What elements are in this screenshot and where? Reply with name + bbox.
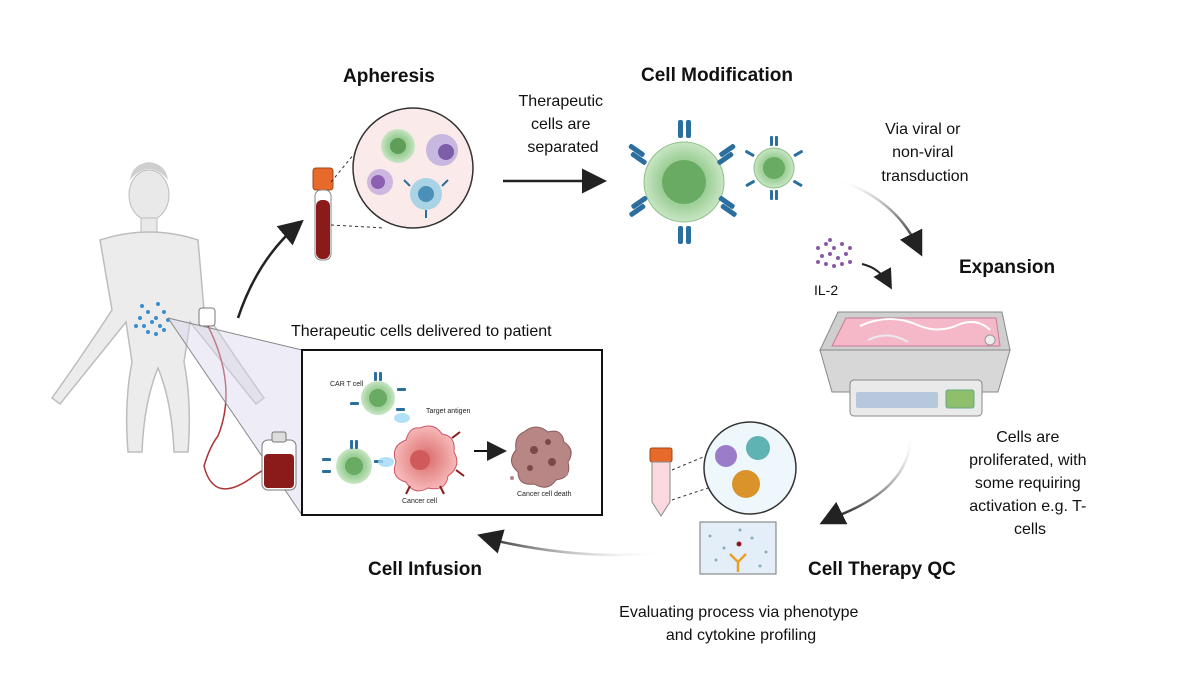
car-t-cell-top-icon [350,372,406,415]
car-t-cell-small-icon [745,136,803,200]
target-antigen-label: Target antigen [426,408,470,415]
blood-bag-icon [261,431,297,491]
cell-mixture-circle [352,107,474,229]
car-t-cell-bottom-icon [322,440,394,484]
arrow-to-qc [831,431,912,520]
car-t-label: CAR T cell [330,381,364,388]
cell-therapy-qc-title: Cell Therapy QC [808,559,956,580]
car-t-mechanism-inset: CAR T cell Target antigen [301,349,603,516]
il2-dots-icon [816,238,852,268]
transduction-caption: Via viral or non-viral transduction [881,121,968,185]
cancer-death-icon [510,426,572,488]
cancer-death-label: Cancer cell death [517,491,572,498]
expansion-title: Expansion [959,257,1055,278]
falcon-tube-icon [649,447,673,517]
cancer-cell-icon [393,413,465,495]
cancer-cell-label: Cancer cell [402,498,437,505]
delivered-caption: Therapeutic cells delivered to patient [291,323,552,340]
assay-well-icon [699,521,777,575]
arrow-to-infusion [483,536,665,557]
separated-caption: Therapeutic cells are separated [519,93,608,156]
qc-caption: Evaluating process via phenotype and cyt… [619,604,863,644]
arrow-to-apheresis [236,219,304,319]
bioreactor-rocker-icon [819,311,1011,417]
il2-label: IL-2 [814,282,838,298]
car-t-cell-large-icon [628,120,737,244]
patient-figure [50,162,281,490]
blood-tube-icon [312,167,334,261]
apheresis-title: Apheresis [343,66,435,87]
cytokine-circle [703,421,797,515]
cell-modification-title: Cell Modification [641,65,793,86]
arrow-to-expansion [837,178,922,253]
cell-infusion-title: Cell Infusion [368,559,482,580]
proliferated-caption: Cells are proliferated, with some requir… [969,429,1091,538]
